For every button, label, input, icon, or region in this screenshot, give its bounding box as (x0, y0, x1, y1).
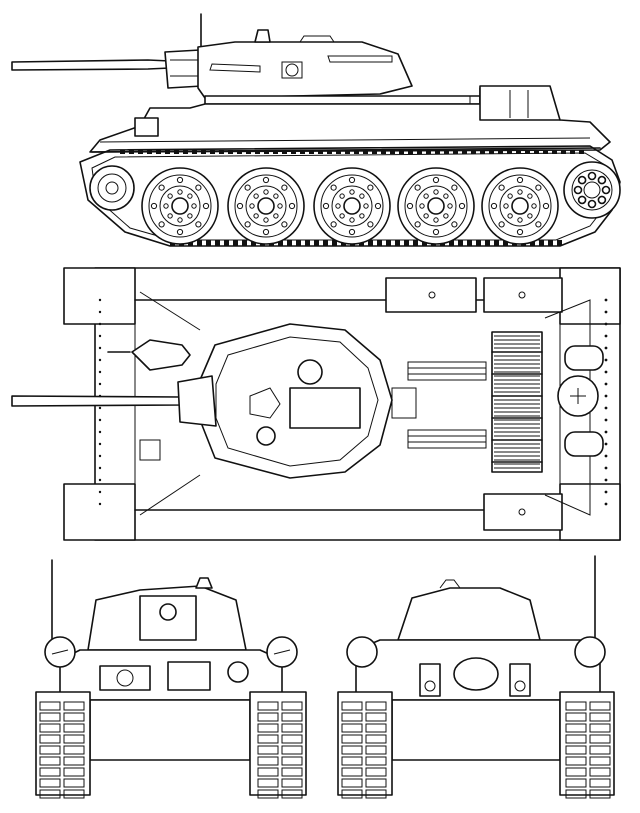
side-turret (197, 41, 413, 99)
side-gun-mantlet (164, 49, 203, 89)
top-stowage-box-3 (483, 493, 563, 531)
front-lower-hull (89, 699, 251, 761)
rear-hatch (453, 657, 499, 691)
top-deck-louvres (407, 361, 487, 449)
side-idler-wheel (89, 165, 135, 211)
top-right-front-fender (63, 483, 136, 541)
top-gun-barrel (11, 395, 181, 407)
top-rear-hatch (557, 345, 604, 457)
side-turret-ring (204, 95, 481, 105)
front-view (35, 559, 307, 799)
top-engine-grille (491, 331, 543, 473)
side-track (79, 145, 621, 247)
road-wheel (227, 167, 305, 245)
front-gun-muzzle (159, 603, 177, 621)
rear-lights (346, 636, 606, 668)
top-turret-hatch (289, 387, 361, 429)
rear-turret (397, 587, 541, 641)
rear-exhausts (419, 663, 531, 697)
top-left-front-fender (63, 267, 136, 325)
rear-view (337, 555, 615, 799)
top-view (11, 267, 621, 541)
rear-left-track (337, 691, 393, 796)
side-view (11, 13, 621, 247)
front-left-track (35, 691, 91, 796)
front-driver-hatch (99, 665, 151, 691)
front-hull-mg (227, 661, 249, 683)
top-driver-hatch (131, 339, 191, 371)
side-rear-stowage (479, 85, 561, 121)
road-wheel (313, 167, 391, 245)
side-drive-sprocket (563, 161, 621, 219)
rear-lower-hull (391, 699, 561, 761)
top-periscope (297, 359, 323, 385)
road-wheel (141, 167, 219, 245)
side-road-wheels (141, 167, 559, 245)
side-periscope (254, 29, 271, 43)
road-wheel (481, 167, 559, 245)
rear-right-track (559, 691, 615, 796)
road-wheel (397, 167, 475, 245)
top-stowage-box-2 (483, 277, 563, 313)
front-headlights (44, 636, 298, 668)
top-gun-mantlet (177, 375, 217, 427)
top-stowage-box-1 (385, 277, 477, 313)
side-gun-barrel (11, 59, 171, 71)
side-front-box (134, 117, 159, 137)
